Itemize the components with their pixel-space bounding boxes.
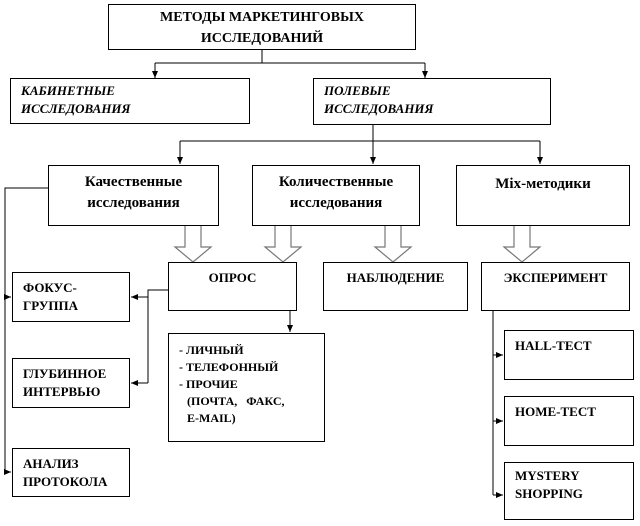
protocol-line-1: АНАЛИЗ [23, 456, 79, 471]
hollow-arrow-mix-experiment [502, 226, 542, 263]
survey-type-phone: - ТЕЛЕФОННЫЙ [179, 360, 279, 374]
quantitative-box: Количественные исследования [252, 165, 420, 226]
field-line [180, 125, 540, 142]
depth-line-2: ИНТЕРВЬЮ [23, 384, 101, 399]
mystery-line-1: MYSTERY [515, 468, 580, 483]
home-test-box: HOME-ТЕСТ [504, 396, 634, 446]
desk-line-2: ИССЛЕДОВАНИЯ [21, 101, 131, 116]
survey-type-personal: - ЛИЧНЫЙ [179, 343, 244, 357]
survey-label: ОПРОС [208, 270, 257, 285]
home-label: HOME-ТЕСТ [515, 404, 596, 419]
field-line-1: ПОЛЕВЫЕ [324, 83, 391, 98]
qual-line [4, 187, 48, 472]
title-line-2: ИССЛЕДОВАНИЙ [200, 31, 324, 46]
quant-line-2: исследования [289, 195, 383, 211]
field-research-box: ПОЛЕВЫЕ ИССЛЕДОВАНИЯ [313, 78, 551, 125]
experiment-box: ЭКСПЕРИМЕНТ [481, 262, 630, 311]
survey-type-other: - ПРОЧИЕ [179, 377, 238, 391]
focus-line-2: ГРУППА [23, 298, 79, 313]
focus-group-box: ФОКУС- ГРУППА [12, 272, 130, 322]
mystery-shopping-box: MYSTERY SHOPPING [504, 462, 634, 520]
quant-line-1: Количественные [278, 174, 394, 190]
depth-interview-box: ГЛУБИННОЕ ИНТЕРВЬЮ [12, 358, 130, 408]
focus-line-1: ФОКУС- [23, 280, 77, 295]
survey-line [147, 289, 168, 383]
observation-box: НАБЛЮДЕНИЕ [323, 262, 468, 311]
qual-line-2: исследования [87, 195, 180, 211]
hollow-arrow-qual-survey [173, 226, 213, 263]
survey-type-other-detail-1: (ПОЧТА, ФАКС, [187, 394, 285, 408]
experiment-label: ЭКСПЕРИМЕНТ [503, 270, 608, 285]
hollow-arrow-quant-observation [373, 226, 413, 263]
mystery-line-2: SHOPPING [515, 486, 583, 501]
title-line [155, 50, 425, 64]
title-box: МЕТОДЫ МАРКЕТИНГОВЫХ ИССЛЕДОВАНИЙ [108, 4, 416, 50]
protocol-line-2: ПРОТОКОЛА [23, 474, 108, 489]
survey-type-other-detail-2: E-MAIL) [187, 411, 236, 425]
hollow-arrow-quant-survey [263, 226, 303, 263]
hall-label: HALL-ТЕСТ [515, 338, 592, 353]
qualitative-box: Качественные исследования [48, 165, 219, 226]
desk-line-1: КАБИНЕТНЫЕ [21, 83, 115, 98]
depth-line-1: ГЛУБИННОЕ [23, 366, 107, 381]
title-line-1: МЕТОДЫ МАРКЕТИНГОВЫХ [160, 10, 364, 25]
field-line-2: ИССЛЕДОВАНИЯ [324, 101, 434, 116]
survey-box: ОПРОС [168, 262, 297, 311]
qual-line-1: Качественные [84, 174, 183, 190]
desk-research-box: КАБИНЕТНЫЕ ИССЛЕДОВАНИЯ [10, 78, 250, 124]
protocol-analysis-box: АНАЛИЗ ПРОТОКОЛА [12, 448, 130, 497]
mix-methods-box: Mix-методики [456, 165, 630, 226]
observation-label: НАБЛЮДЕНИЕ [346, 270, 445, 285]
mix-label: Mix-методики [495, 176, 591, 192]
survey-types-box: - ЛИЧНЫЙ - ТЕЛЕФОННЫЙ - ПРОЧИЕ (ПОЧТА, Ф… [168, 333, 325, 442]
hall-test-box: HALL-ТЕСТ [504, 330, 634, 380]
